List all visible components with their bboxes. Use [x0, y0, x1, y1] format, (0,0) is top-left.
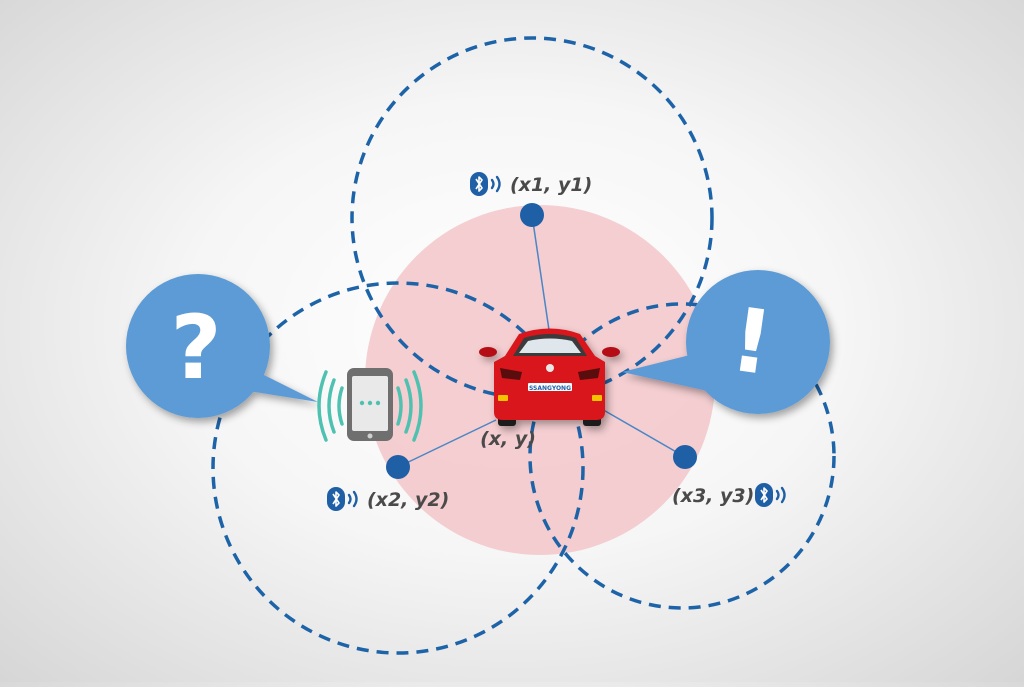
range-circle-beacon-2 [211, 281, 585, 655]
range-circle-beacon-3 [528, 302, 836, 610]
beacon-1-coordinate-label: (x1, y1) [510, 174, 592, 196]
smartphone-icon [317, 368, 423, 442]
question-speech-bubble [126, 274, 318, 418]
connector-line-beacon-3 [599, 407, 686, 458]
bluetooth-icon [327, 487, 358, 511]
car-icon [479, 328, 620, 426]
bluetooth-icon [470, 172, 501, 196]
beacon-dot-1 [520, 203, 544, 227]
target-coordinate-label: (x, y) [480, 428, 536, 450]
beacon-dot-2 [386, 455, 410, 479]
connector-line-beacon-2 [397, 419, 497, 468]
connector-line-beacon-1 [531, 214, 550, 331]
bluetooth-icon [755, 483, 786, 507]
car-license-plate: SSANGYONG [529, 385, 571, 392]
beacon-dot-3 [673, 445, 697, 469]
question-mark-icon: ? [170, 296, 221, 399]
exclamation-speech-bubble [622, 270, 830, 414]
beacon-3-coordinate-label: (x3, y3) [672, 485, 754, 507]
beacon-2-coordinate-label: (x2, y2) [367, 489, 449, 511]
